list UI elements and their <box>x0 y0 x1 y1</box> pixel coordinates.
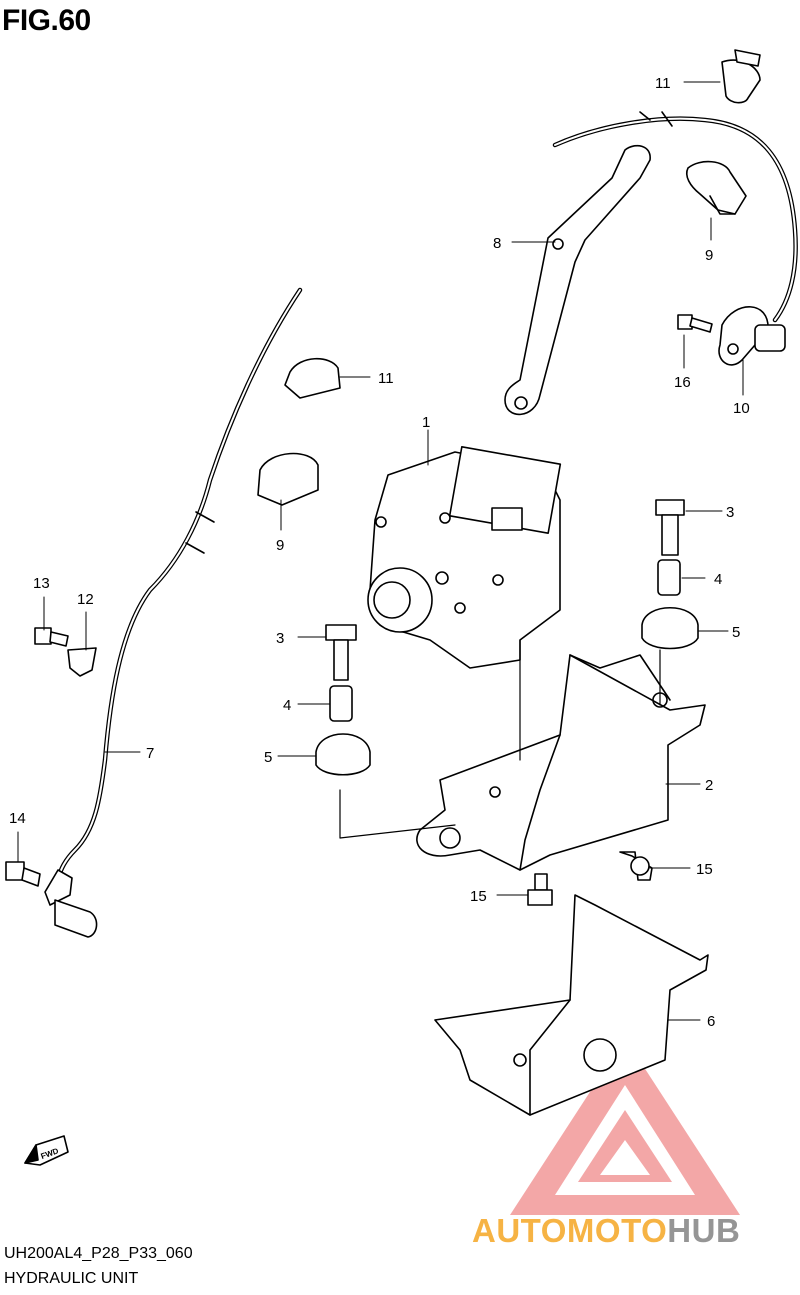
callout-5-right: 5 <box>732 624 740 641</box>
callout-3-right: 3 <box>726 504 734 521</box>
bracket-8 <box>504 144 651 416</box>
front-wheel-sensor-10 <box>718 306 786 366</box>
rear-sensor-hose-7 <box>55 287 303 883</box>
callout-9-left: 9 <box>276 537 284 554</box>
clip-12 <box>67 647 97 677</box>
clamp-9-top <box>685 160 747 215</box>
callout-16: 16 <box>674 374 691 391</box>
bolt-3-left <box>325 624 357 681</box>
callout-4-left: 4 <box>283 697 291 714</box>
callout-1: 1 <box>422 414 430 431</box>
hydraulic-unit-1 <box>367 446 562 669</box>
rear-wheel-sensor <box>44 869 98 938</box>
bolt-14 <box>5 861 41 887</box>
callout-14: 14 <box>9 810 26 827</box>
clamp-11-left <box>284 357 341 399</box>
callout-12: 12 <box>77 591 94 608</box>
watermark-auto: AUTO <box>472 1212 567 1249</box>
bolt-15-right <box>619 851 653 881</box>
callout-2: 2 <box>705 777 713 794</box>
fwd-arrow-icon <box>24 1135 69 1166</box>
bolt-3-right <box>655 499 685 556</box>
callout-7: 7 <box>146 745 154 762</box>
bolt-13 <box>34 627 69 647</box>
callout-6: 6 <box>707 1013 715 1030</box>
figure-name: HYDRAULIC UNIT <box>4 1270 139 1287</box>
callout-3-left: 3 <box>276 630 284 647</box>
figure-title: FIG.60 <box>2 4 91 37</box>
callout-4-right: 4 <box>714 571 722 588</box>
bolt-16 <box>677 314 713 333</box>
clamp-9-left <box>257 452 319 506</box>
grommet-5-right <box>641 606 699 650</box>
watermark-logo <box>510 1038 740 1215</box>
figure-code: UH200AL4_P28_P33_060 <box>4 1245 193 1262</box>
callout-8: 8 <box>493 235 501 252</box>
watermark-hub: HUB <box>667 1212 740 1249</box>
callout-11-left: 11 <box>378 370 394 387</box>
cover-6 <box>434 894 709 1116</box>
callout-9-top: 9 <box>705 247 713 264</box>
callout-15-left: 15 <box>470 888 487 905</box>
callout-5-left: 5 <box>264 749 272 766</box>
spacer-4-left <box>329 685 353 722</box>
spacer-4-right <box>657 559 681 596</box>
watermark-text: AUTOMOTOHUB <box>472 1212 740 1249</box>
bolt-15-left <box>527 873 553 906</box>
callout-10: 10 <box>733 400 750 417</box>
callout-11-top: 11 <box>655 75 671 92</box>
bracket-2 <box>416 654 706 871</box>
callout-15-right: 15 <box>696 861 713 878</box>
watermark-moto: MOTO <box>567 1212 667 1249</box>
clamp-11-top <box>639 49 761 127</box>
grommet-5-left <box>315 733 371 776</box>
callout-13: 13 <box>33 575 50 592</box>
